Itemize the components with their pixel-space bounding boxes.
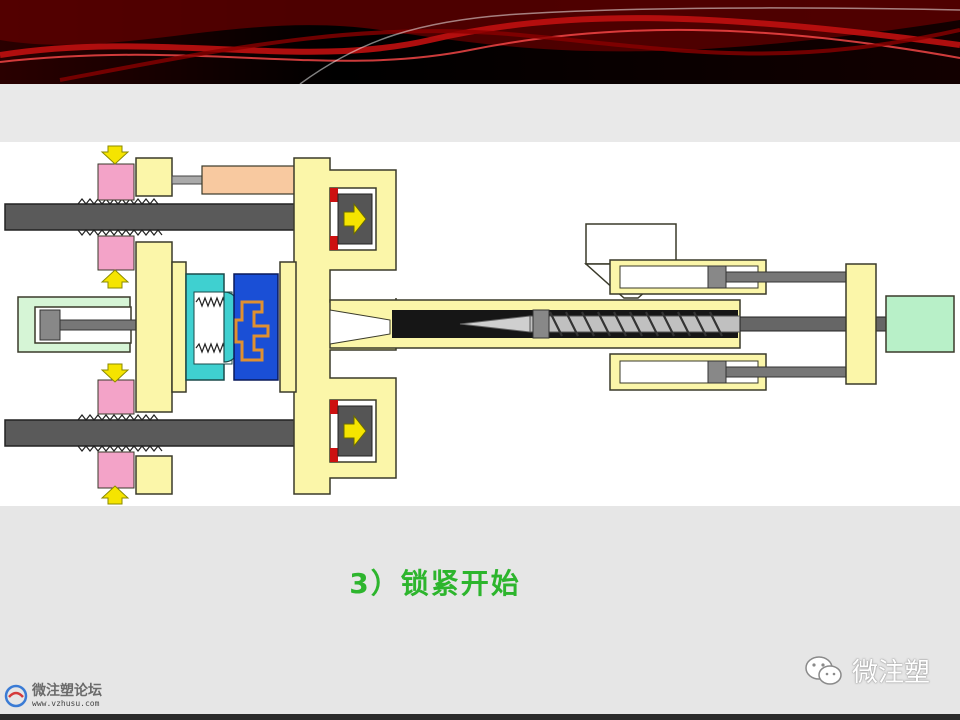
nut-arrow-bottom-down [100, 363, 130, 383]
clamp-arrow-bottom [343, 414, 367, 448]
header-banner [0, 0, 960, 84]
thread-top-upper [77, 198, 159, 205]
nut-arrow-top-up [100, 269, 130, 289]
ejector-rod [171, 175, 203, 185]
nut-bottom-lower [97, 451, 135, 489]
injection-machine-diagram [0, 142, 960, 506]
screw-flights [549, 311, 723, 337]
thread-bottom-upper [77, 414, 159, 421]
tie-bar-top [4, 203, 306, 231]
forum-swirl-icon [4, 684, 28, 708]
injection-piston-top [707, 265, 727, 289]
nut-bottom-upper [97, 379, 135, 415]
nut-arrow-top-down [100, 145, 130, 165]
screw-collar [532, 309, 550, 339]
clamp-arrow-top [343, 202, 367, 236]
step-caption: 3）锁紧开始 [349, 567, 521, 600]
moving-platen-face [171, 261, 187, 393]
slide-lower-area [0, 506, 960, 720]
wechat-icon [805, 655, 842, 685]
left-cylinder-piston [39, 309, 61, 341]
thread-bottom-lower [77, 445, 163, 452]
injection-end-plate [845, 263, 877, 385]
thread-top-lower [77, 229, 163, 236]
nut-arrow-bottom-up [100, 485, 130, 505]
nozzle [329, 309, 391, 345]
moving-platen [135, 241, 173, 413]
moving-platen-lower-block [135, 455, 173, 495]
drive-motor [885, 295, 955, 353]
platen-nozzle-face [279, 261, 297, 393]
forum-logo: 微注塑论坛 www.vzhusu.com [4, 684, 102, 708]
bottom-strip [0, 714, 960, 720]
injection-rod-top [725, 271, 851, 283]
wechat-watermark: 微注塑 [804, 652, 930, 689]
nut-top-upper [97, 163, 135, 201]
title-area [0, 84, 960, 142]
ejector-cylinder [201, 165, 297, 195]
injection-piston-bottom [707, 360, 727, 384]
forum-url[interactable]: www.vzhusu.com [32, 699, 100, 708]
injection-unit [329, 223, 955, 391]
tie-bar-bottom [4, 419, 306, 447]
wechat-label: 微注塑 [851, 658, 930, 688]
left-piston-rod [59, 319, 137, 331]
mold-cavity [234, 300, 270, 362]
nut-top-lower [97, 235, 135, 271]
forum-name: 微注塑论坛 [32, 683, 102, 699]
hopper-top [585, 223, 677, 265]
moving-platen-upper-block [135, 157, 173, 197]
injection-rod-bottom [725, 366, 851, 378]
